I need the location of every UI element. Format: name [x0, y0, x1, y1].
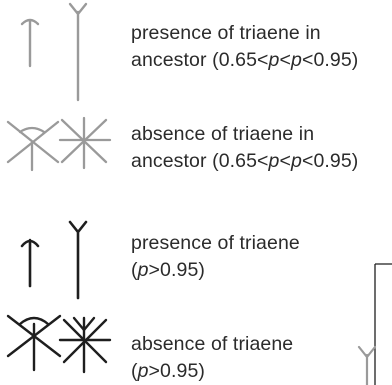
triaene-absence-uncertain-icon [6, 120, 60, 172]
legend-line1: absence of triaene in [131, 123, 315, 145]
legend-line1: presence of triaene in [131, 22, 321, 44]
legend-line2: ancestor (0.65<p<p<0.95) [131, 49, 359, 71]
triaene-presence-certain-long-icon [68, 220, 88, 300]
legend-label-presence-certain: presence of triaene (p>0.95) [131, 230, 300, 284]
tree-triaene-icon [357, 345, 377, 385]
triaene-presence-uncertain-icon [20, 18, 40, 68]
tree-fragment [374, 263, 392, 385]
triaene-absence-certain-icon [6, 314, 62, 372]
triaene-absence-certain-long-icon [58, 316, 112, 374]
triaene-presence-certain-icon [20, 238, 40, 288]
legend-line2: ancestor (0.65<p<p<0.95) [131, 150, 359, 172]
legend-line2: (p>0.95) [131, 360, 205, 382]
legend-label-presence-uncertain: presence of triaene in ancestor (0.65<p<… [131, 20, 358, 74]
legend-line1: absence of triaene [131, 333, 294, 355]
triaene-absence-uncertain-long-icon [58, 116, 112, 170]
legend-line1: presence of triaene [131, 232, 300, 254]
triaene-presence-uncertain-long-icon [68, 2, 88, 102]
legend-line2: (p>0.95) [131, 259, 205, 281]
legend-label-absence-uncertain: absence of triaene in ancestor (0.65<p<p… [131, 121, 358, 175]
legend-label-absence-certain: absence of triaene (p>0.95) [131, 331, 293, 385]
